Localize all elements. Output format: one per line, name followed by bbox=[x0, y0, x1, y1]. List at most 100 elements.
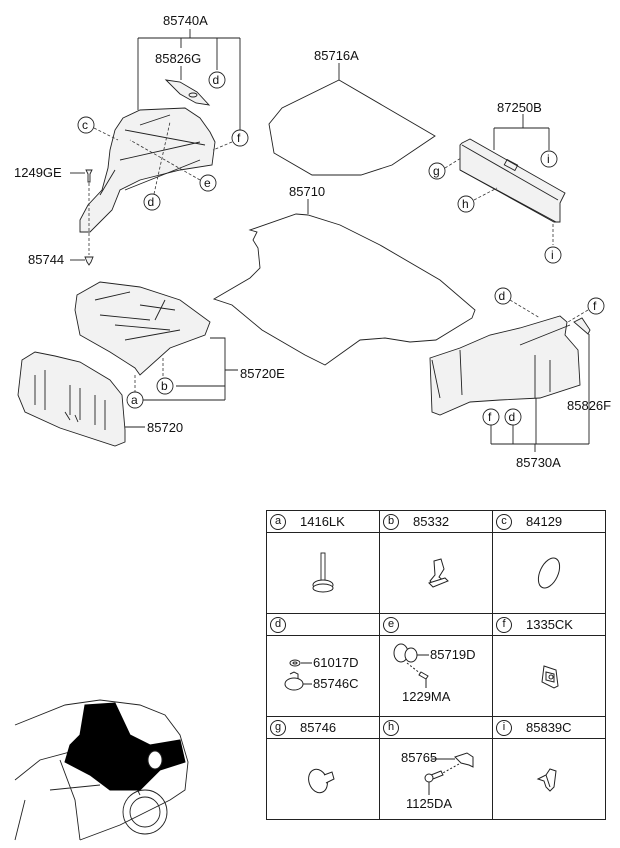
part-85720E-ribs bbox=[94, 291, 181, 341]
legend-body-row: 85765 1125DA bbox=[266, 738, 606, 820]
callout-circle-b bbox=[156, 377, 174, 395]
legend-cell-c: c 84129 bbox=[492, 510, 606, 533]
legend-sub-part[interactable]: 1125DA bbox=[406, 796, 453, 811]
part-label-85710[interactable]: 85710 bbox=[289, 184, 325, 199]
legend-ref: a bbox=[270, 513, 286, 530]
legend-body-row: 61017D 85746C 85719D 1229MA bbox=[266, 635, 606, 717]
callout-circle-e bbox=[199, 174, 217, 192]
legend-part-number[interactable]: 85746 bbox=[300, 720, 337, 735]
part-group-87250B: 87250B i g h i bbox=[428, 100, 566, 264]
part-85826G-hole bbox=[188, 92, 198, 98]
legend-header-row: d e f 1335CK bbox=[266, 613, 606, 636]
trunk-highlight bbox=[64, 702, 186, 791]
part-label-85826G[interactable]: 85826G bbox=[155, 51, 201, 66]
callout-c: c bbox=[82, 118, 88, 132]
part-85826F-cover[interactable] bbox=[573, 317, 591, 335]
part-85740A-trim[interactable] bbox=[79, 107, 216, 233]
legend-ref: b bbox=[383, 513, 399, 530]
callout-f: f bbox=[593, 299, 597, 313]
part-87250B-edges bbox=[459, 144, 559, 223]
callout-e: e bbox=[204, 176, 211, 190]
callout-g: g bbox=[433, 164, 440, 178]
legend-sub-part[interactable]: 85719D bbox=[430, 647, 476, 662]
rear-wheel-outer bbox=[122, 789, 168, 835]
legend-ref: e bbox=[383, 616, 399, 633]
leader-87250B bbox=[493, 114, 550, 150]
part-85730A-ribs bbox=[431, 324, 571, 399]
plug-icon bbox=[537, 557, 561, 589]
legend-sub-part[interactable]: 85765 bbox=[401, 750, 438, 765]
legend-cell-a: a 1416LK bbox=[266, 510, 380, 533]
leader-f bbox=[212, 141, 233, 151]
part-85720-panel[interactable] bbox=[17, 351, 126, 447]
callout-circle-d bbox=[143, 193, 161, 211]
legend-part-number[interactable]: 84129 bbox=[526, 514, 563, 529]
callout-circle-c bbox=[77, 116, 95, 134]
part-label-85720E[interactable]: 85720E bbox=[240, 366, 285, 381]
callout-h: h bbox=[462, 197, 469, 211]
callout-circle-i bbox=[544, 246, 562, 264]
vehicle-location-view bbox=[14, 699, 189, 841]
spring-clip-icon bbox=[536, 768, 557, 792]
legend-sub-part[interactable]: 1229MA bbox=[402, 689, 451, 704]
callout-circle-f bbox=[587, 297, 605, 315]
part-1249GE-screw[interactable] bbox=[85, 169, 93, 183]
legend-ref: c bbox=[496, 513, 512, 530]
callout-d: d bbox=[509, 410, 516, 424]
callout-circle-d bbox=[208, 71, 226, 89]
leader-f bbox=[567, 309, 589, 323]
part-87250B-vent bbox=[503, 158, 519, 172]
callout-circle-i bbox=[540, 150, 558, 168]
part-label-85744[interactable]: 85744 bbox=[28, 252, 64, 267]
grommet-icon bbox=[284, 659, 312, 691]
bolt-icon bbox=[312, 552, 334, 593]
part-label-85720[interactable]: 85720 bbox=[147, 420, 183, 435]
legend-ref: f bbox=[496, 616, 512, 633]
part-group-85720: 85720 bbox=[17, 351, 183, 447]
legend-ref: d bbox=[270, 616, 286, 633]
legend-sub-part[interactable]: 85746C bbox=[313, 676, 359, 691]
part-85826G-cover[interactable] bbox=[164, 79, 211, 106]
legend-header-row: a 1416LK b 85332 c 84129 bbox=[266, 510, 606, 533]
leader-85740A bbox=[137, 29, 241, 130]
callout-circle-f bbox=[482, 408, 500, 426]
part-label-85730A[interactable]: 85730A bbox=[516, 455, 561, 470]
part-group-85710: 85710 bbox=[212, 184, 476, 366]
part-87250B-trim[interactable] bbox=[459, 138, 566, 223]
part-85710-mat[interactable] bbox=[212, 213, 476, 366]
part-label-85740A[interactable]: 85740A bbox=[163, 13, 208, 28]
legend-part-number[interactable]: 1335CK bbox=[526, 617, 573, 632]
legend-part-number[interactable]: 85839C bbox=[526, 720, 572, 735]
car-body-outline bbox=[14, 699, 189, 841]
legend-part-number[interactable]: 85332 bbox=[413, 514, 450, 529]
part-85730A-trim[interactable] bbox=[429, 315, 581, 416]
leader-h bbox=[473, 187, 498, 201]
legend-cell-g: g 85746 bbox=[266, 716, 380, 739]
part-label-1249GE[interactable]: 1249GE bbox=[14, 165, 62, 180]
legend-body-row bbox=[266, 532, 606, 614]
leader-d bbox=[153, 121, 171, 195]
legend-ref: g bbox=[270, 719, 286, 736]
legend-part-number[interactable]: 1416LK bbox=[300, 514, 345, 529]
part-85720E-tray[interactable] bbox=[74, 281, 211, 376]
leader-c bbox=[93, 127, 119, 141]
callout-a: a bbox=[131, 393, 138, 407]
part-85744-clip[interactable] bbox=[84, 256, 94, 266]
part-label-85716A[interactable]: 85716A bbox=[314, 48, 359, 63]
fastener-legend-table: a 1416LK b 85332 c 84129 d e f 1335CK 61017D… bbox=[266, 510, 606, 820]
callout-circle-d bbox=[494, 287, 512, 305]
screw-bracket-icon bbox=[424, 752, 474, 795]
callout-circle-f bbox=[231, 129, 249, 147]
push-pin-icon bbox=[308, 768, 335, 794]
callout-d: d bbox=[499, 289, 506, 303]
leader-85720E bbox=[143, 337, 238, 401]
part-group-85740A: 85740A 85826G d c f e d 1249GE 85 bbox=[14, 13, 249, 267]
part-85716A-mat[interactable] bbox=[268, 79, 436, 176]
legend-sub-part[interactable]: 61017D bbox=[313, 655, 359, 670]
legend-cell-f: f 1335CK bbox=[492, 613, 606, 636]
part-group-85716A: 85716A bbox=[268, 48, 436, 176]
callout-circle-h bbox=[457, 195, 475, 213]
leader-85730A bbox=[490, 334, 590, 452]
part-label-87250B[interactable]: 87250B bbox=[497, 100, 542, 115]
